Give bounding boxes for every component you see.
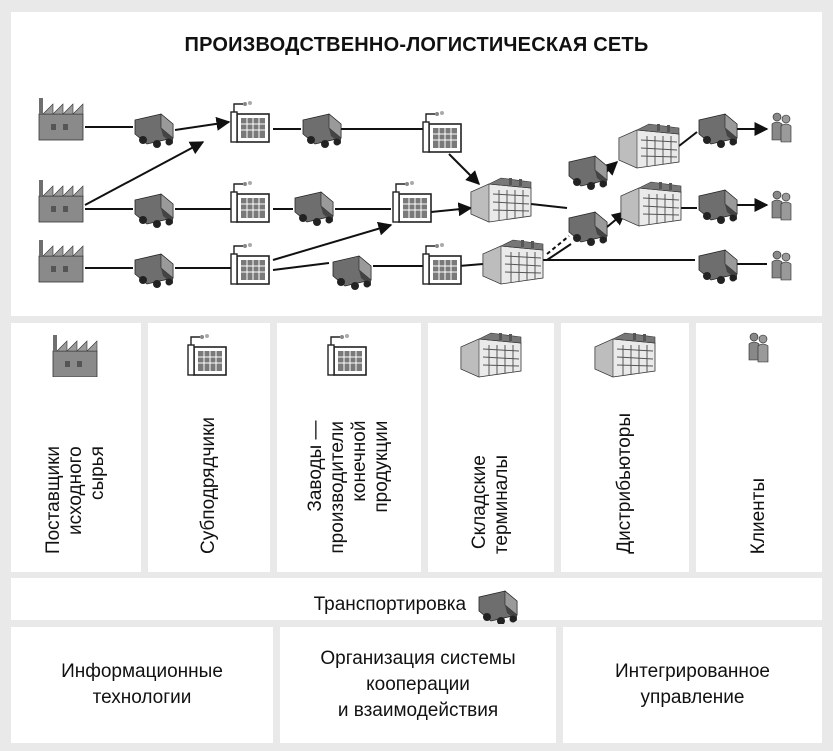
factory-plant-icon <box>422 110 462 153</box>
link-line <box>678 131 698 147</box>
truck-icon <box>134 193 174 229</box>
transport-band: Транспортировка <box>11 578 822 624</box>
warehouse-icon <box>594 332 656 378</box>
truck-icon <box>332 255 372 291</box>
column-distributors: Дистрибьюторы <box>561 323 689 572</box>
link-line <box>174 116 231 131</box>
link-line <box>430 202 473 217</box>
bottom-label: Организация системы кооперации и взаимод… <box>320 648 516 721</box>
truck-icon <box>698 249 738 285</box>
network-panel: ПРОИЗВОДСТВЕННО-ЛОГИСТИЧЕСКАЯ СЕТЬ <box>11 12 822 316</box>
column-label: Складские терминалы <box>469 454 512 554</box>
plant-icon <box>327 333 367 376</box>
column-warehouses: Складские терминалы <box>428 323 554 572</box>
truck-icon <box>134 113 174 149</box>
client-people-icon <box>771 190 792 221</box>
warehouse-icon <box>482 239 544 285</box>
link-line <box>272 262 330 271</box>
column-subcontractors: Субподрядчики <box>148 323 270 572</box>
truck-icon <box>568 155 608 191</box>
warehouse-icon <box>460 332 522 378</box>
client-people-icon <box>771 250 792 281</box>
subcontractor-plant-icon <box>230 100 270 143</box>
column-clients: Клиенты <box>696 323 822 572</box>
link-line <box>448 153 480 185</box>
truck-icon <box>568 211 608 247</box>
bottom-label: Интегрированное управление <box>614 661 770 708</box>
client-people-icon <box>771 112 792 143</box>
truck-icon <box>478 590 518 624</box>
column-label: Дистрибьюторы <box>614 413 635 554</box>
subcontractor-plant-icon <box>230 180 270 223</box>
plant-icon <box>187 333 227 376</box>
bottom-cell-management: Интегрированное управление <box>563 627 822 743</box>
supplier-factory-icon <box>38 239 84 283</box>
supplier-factory-icon <box>38 179 84 223</box>
subcontractor-plant-icon <box>230 242 270 285</box>
column-manufacturers: Заводы — производители конечной продукци… <box>277 323 421 572</box>
warehouse-icon <box>470 177 532 223</box>
link-line <box>546 235 570 255</box>
factory-icon <box>52 334 98 377</box>
truck-icon <box>294 191 334 227</box>
link-line <box>272 221 393 261</box>
factory-plant-icon <box>422 242 462 285</box>
truck-icon <box>698 189 738 225</box>
supplier-factory-icon <box>38 97 84 141</box>
distributor-icon <box>618 123 680 169</box>
bottom-cell-it: Информационные технологии <box>11 627 273 743</box>
link-line <box>84 141 205 206</box>
link-line <box>458 263 484 267</box>
truck-icon <box>302 113 342 149</box>
diagram-title: ПРОИЗВОДСТВЕННО-ЛОГИСТИЧЕСКАЯ СЕТЬ <box>184 34 649 56</box>
column-label: Субподрядчики <box>198 416 219 554</box>
truck-icon <box>698 113 738 149</box>
column-suppliers: Поставщики исходного сырья <box>11 323 141 572</box>
truck-icon <box>134 253 174 289</box>
link-line <box>546 243 572 261</box>
distributor-icon <box>620 181 682 227</box>
transport-label: Транспортировка <box>313 594 467 615</box>
factory-plant-icon <box>392 180 432 223</box>
people-icon <box>748 332 769 363</box>
network-diagram <box>38 97 792 291</box>
bottom-label: Информационные технологии <box>61 661 223 708</box>
bottom-cell-cooperation: Организация системы кооперации и взаимод… <box>280 627 556 743</box>
column-label: Заводы — производители конечной продукци… <box>305 421 392 554</box>
column-label: Поставщики исходного сырья <box>43 445 108 554</box>
link-line <box>530 203 568 209</box>
column-label: Клиенты <box>748 477 769 554</box>
